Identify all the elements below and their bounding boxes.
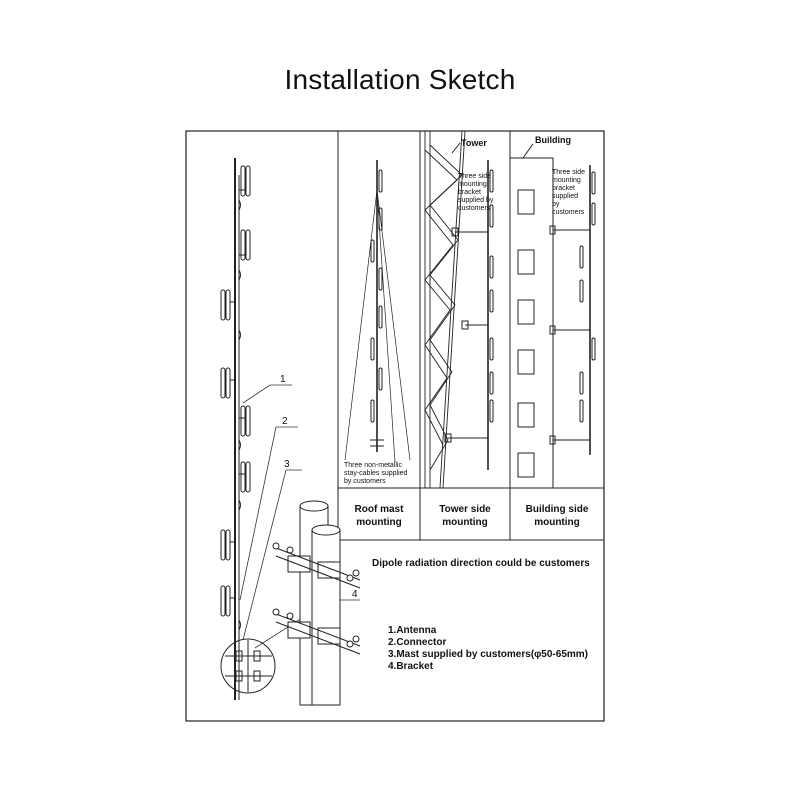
legend-item-1: 1.Antenna — [388, 625, 437, 636]
callout-1: 1 — [280, 374, 286, 385]
tower-note-line-2: mounting — [458, 181, 487, 188]
outer-frame — [185, 130, 605, 722]
tower-note-line-1: Three side — [458, 173, 491, 180]
building-note-line-5: by — [552, 201, 560, 208]
building-note-line-6: customers — [552, 209, 585, 216]
tower-antennas — [444, 142, 494, 470]
main-antenna-dipoles — [220, 165, 251, 631]
legend-item-3: 3.Mast supplied by customers(φ50-65mm) — [388, 649, 588, 660]
tower-caption-line-2: mounting — [442, 517, 488, 528]
tower-caption-line-1: Tower side — [439, 504, 491, 515]
callout-2: 2 — [282, 416, 288, 427]
building-note-line-1: Three side — [552, 169, 585, 176]
tower-lattice — [424, 130, 466, 489]
callout-4: 4 — [352, 589, 358, 600]
building-label: Building — [535, 135, 571, 145]
tower-note-line-3: bracket — [458, 189, 481, 196]
mast-pipes — [299, 500, 341, 706]
building-antennas — [522, 143, 596, 455]
mast-brackets — [272, 542, 361, 655]
dipole-note: Dipole radiation direction could be cust… — [372, 558, 590, 569]
legend-item-4: 4.Bracket — [388, 661, 434, 672]
roof-mast-drawing — [344, 160, 411, 463]
roof-caption-line-1: Roof mast — [355, 504, 405, 515]
connector-detail — [220, 638, 276, 694]
stay-cable-note-line-1: Three non-metallic — [344, 462, 402, 469]
building-facade — [509, 157, 554, 489]
tower-note-line-5: customers — [458, 205, 491, 212]
building-note-line-3: bracket — [552, 185, 575, 192]
building-note-line-2: mounting — [552, 177, 581, 184]
page-title: Installation Sketch — [284, 64, 516, 95]
legend-item-2: 2.Connector — [388, 637, 446, 648]
building-caption-line-2: mounting — [534, 517, 580, 528]
building-note-line-4: supplied — [552, 193, 578, 200]
tower-label: Tower — [461, 138, 487, 148]
stay-cable-note-line-3: by customers — [344, 478, 386, 485]
main-antenna-mast — [234, 158, 240, 700]
tower-note-line-4: supplied by — [458, 197, 494, 204]
building-caption-line-1: Building side — [526, 504, 589, 515]
callout-3: 3 — [284, 459, 290, 470]
stay-cable-note-line-2: stay-cables supplied — [344, 470, 408, 477]
roof-caption-line-2: mounting — [356, 517, 402, 528]
